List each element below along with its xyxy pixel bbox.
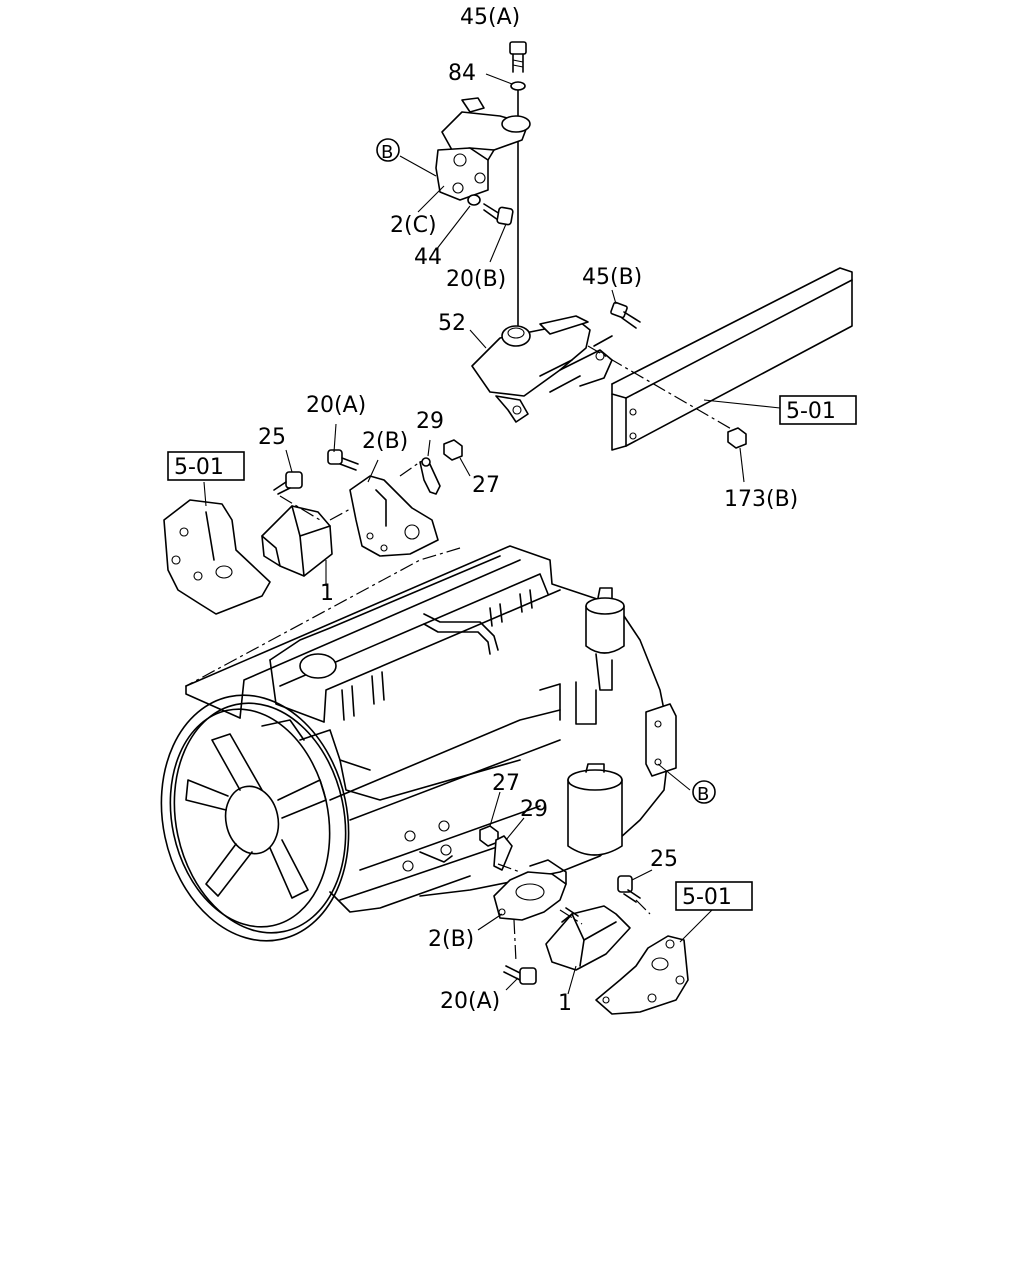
filter-bottom [567,763,623,856]
label-bracket-2b-bottom: 2(B) [428,927,474,952]
washer-84-part [510,81,526,91]
label-stopper-29-bottom: 29 [520,797,548,822]
ref-5-01-right-box [779,395,857,425]
ref-5-01-left-box [167,451,245,481]
frame-rail [587,267,853,451]
bolt-45b-part [610,301,641,329]
label-circle-b-right: B [697,784,709,805]
front-right-mount-assembly [479,825,689,1015]
bolt-25-bottom-part [617,875,641,903]
label-mount-1-bottom: 1 [558,991,572,1016]
callouts: 45(A) 84 B 2(C) 44 20(B) 45(B) 52 5-01 1… [167,5,857,1016]
filter-top [585,587,625,691]
label-bolt-20a-top: 20(A) [306,393,366,418]
label-bolt-45a: 45(A) [460,5,520,30]
label-nut-173b: 173(B) [724,487,798,512]
nut-173b-part [727,427,747,449]
label-circle-b-top: B [381,142,393,163]
label-washer-44: 44 [414,245,442,270]
label-ref-5-01-left: 5-01 [174,455,224,480]
mount-52-part [471,315,613,423]
stopper-29-bottom-part [493,835,513,871]
label-nut-27-bottom: 27 [492,771,520,796]
label-washer-84: 84 [448,61,476,86]
ref-5-01-bottom-box [675,881,753,911]
label-ref-5-01-bottom: 5-01 [682,885,732,910]
label-bolt-45b: 45(B) [582,265,642,290]
label-bolt-20b: 20(B) [446,267,506,292]
label-mount-1-top: 1 [320,581,334,606]
label-bolt-25-bottom: 25 [650,847,678,872]
rear-mount-assembly [435,41,641,423]
bolt-20a-top-part [327,449,359,471]
bolt-25-top-part [273,471,303,495]
label-mount-52: 52 [438,311,466,336]
bolt-20a-bottom-part [503,965,537,985]
label-bracket-2c: 2(C) [390,213,437,238]
circle-b-right-icon [692,780,716,804]
engine-body [185,545,677,913]
label-nut-27-top: 27 [472,473,500,498]
bolt-20b-part [483,203,514,226]
label-bolt-20a-bottom: 20(A) [440,989,500,1014]
leader-lines [203,73,781,995]
bracket-2c-part [435,97,531,201]
label-ref-5-01-right: 5-01 [786,399,836,424]
circle-b-top-icon [376,138,400,162]
bolt-45a-part [509,41,527,73]
front-left-mount-assembly [163,439,463,615]
label-bracket-2b-top: 2(B) [362,429,408,454]
nut-27-top-part [443,439,463,461]
cooling-fan [160,694,350,942]
label-stopper-29-top: 29 [416,409,444,434]
washer-44-part [467,194,481,206]
label-bolt-25-top: 25 [258,425,286,450]
